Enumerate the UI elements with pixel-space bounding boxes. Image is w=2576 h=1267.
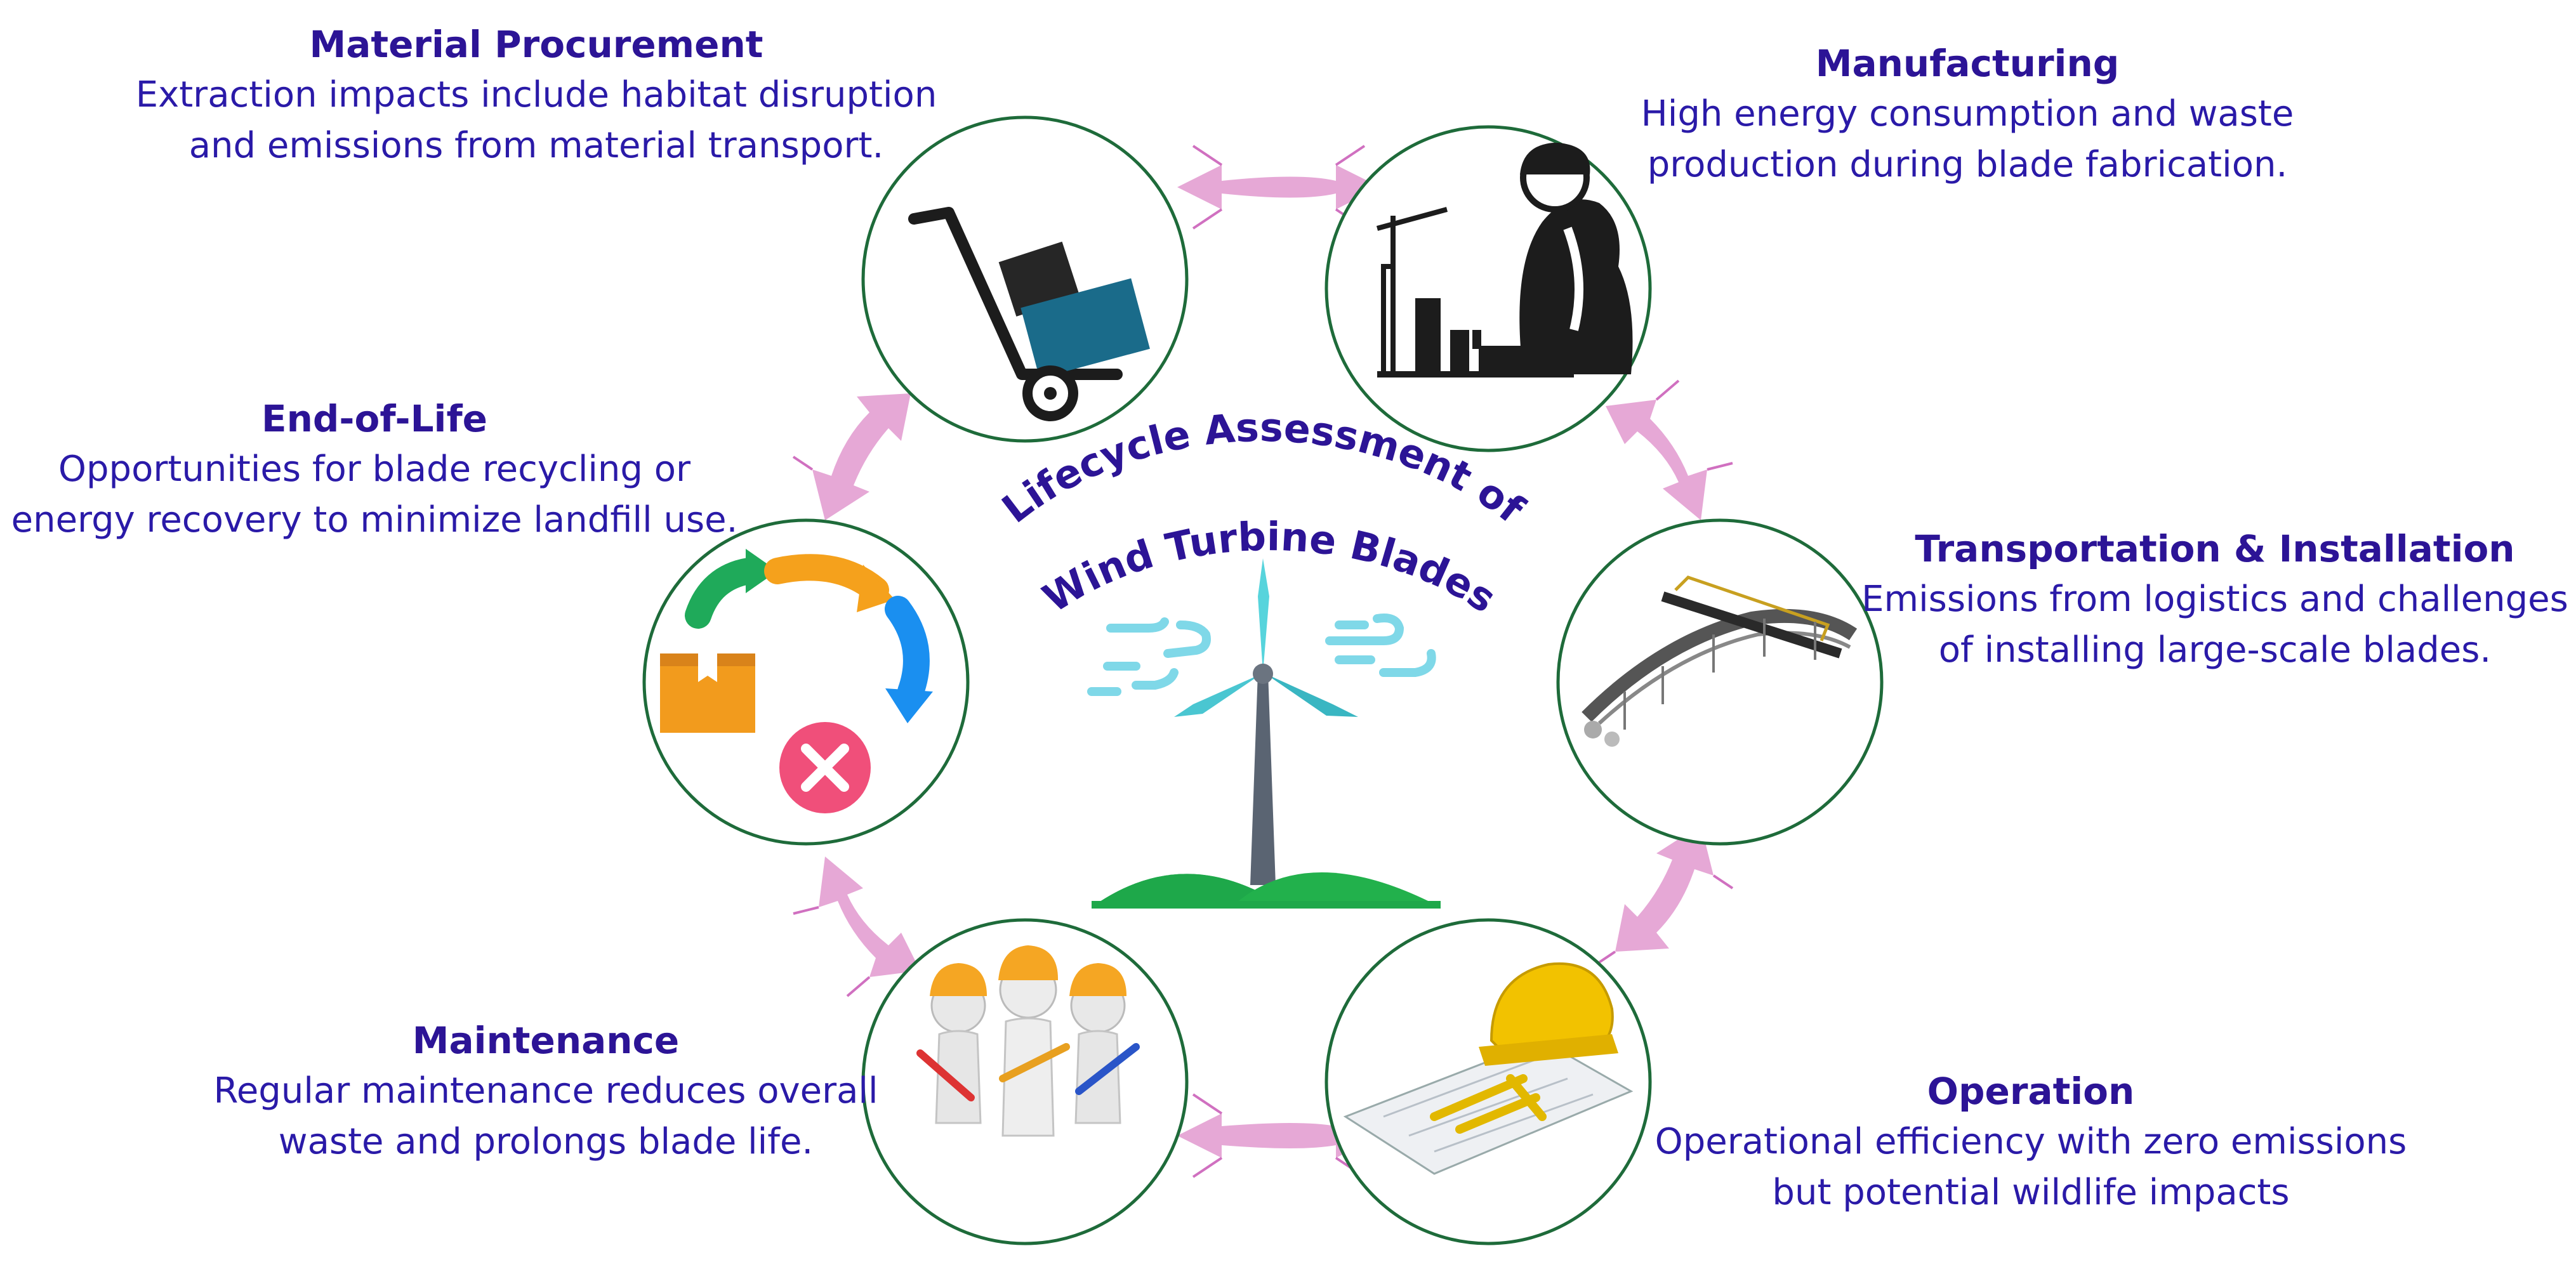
center-title-line2: Wind Turbine Blades <box>1035 513 1505 622</box>
stage-end-of-life <box>642 518 970 846</box>
hand-truck-icon <box>908 207 1150 421</box>
stage-desc-line1: Opportunities for blade recycling or <box>58 449 691 490</box>
stage-desc-line2: energy recovery to minimize landfill use… <box>11 499 738 541</box>
label-material-procurement: Material Procurement Extraction impacts … <box>114 19 958 171</box>
wind-swirls-icon <box>1087 614 1436 696</box>
stage-title: End-of-Life <box>261 397 488 440</box>
arrow-manufacturing-transport <box>1606 379 1733 520</box>
stage-desc-line1: Extraction impacts include habitat disru… <box>135 74 937 115</box>
label-end-of-life: End-of-Life Opportunities for blade recy… <box>0 393 749 546</box>
wind-turbine-icon <box>1174 558 1358 885</box>
green-hills-icon <box>1092 872 1441 909</box>
stage-desc-line2: but potential wildlife impacts <box>1772 1172 2290 1213</box>
stage-desc-line1: Operational efficiency with zero emissio… <box>1655 1121 2407 1162</box>
arrow-transport-operation <box>1595 825 1734 966</box>
stage-material-procurement <box>861 115 1189 443</box>
arrow-eol-material <box>792 379 931 520</box>
box-icon <box>660 653 755 733</box>
stage-title: Operation <box>1927 1070 2135 1113</box>
stage-transportation <box>1556 518 1884 846</box>
stage-title: Material Procurement <box>309 23 763 66</box>
label-operation: Operation Operational efficiency with ze… <box>1637 1066 2424 1218</box>
arrow-maintenance-eol <box>793 857 920 997</box>
label-transportation-installation: Transportation & Installation Emissions … <box>1859 523 2570 676</box>
stage-manufacturing <box>1324 125 1652 452</box>
label-maintenance: Maintenance Regular maintenance reduces … <box>190 1015 901 1167</box>
stage-title: Manufacturing <box>1815 42 2120 85</box>
blade-transport-rig-icon <box>1582 575 1858 747</box>
label-manufacturing: Manufacturing High energy consumption an… <box>1612 38 2323 190</box>
stage-desc-line1: Emissions from logistics and challenges <box>1861 579 2568 620</box>
factory-worker-icon <box>1376 143 1633 377</box>
stage-title: Transportation & Installation <box>1915 527 2515 570</box>
stage-operation <box>1324 918 1652 1245</box>
recycle-cycle-icon <box>660 549 933 813</box>
stage-title: Maintenance <box>412 1019 680 1062</box>
stage-desc-line2: of installing large-scale blades. <box>1938 629 2492 671</box>
center-graphic: Lifecycle Assessment of Wind Turbine Bla… <box>993 404 1533 909</box>
stage-desc-line2: and emissions from material transport. <box>188 125 884 166</box>
stage-desc-line2: production during blade fabrication. <box>1647 144 2288 185</box>
reject-x-icon <box>779 722 871 813</box>
stage-maintenance <box>861 918 1189 1245</box>
stage-desc-line2: waste and prolongs blade life. <box>278 1121 814 1162</box>
stage-desc-line1: High energy consumption and waste <box>1641 93 2294 135</box>
blueprint-helmet-icon <box>1343 962 1634 1175</box>
stage-desc-line1: Regular maintenance reduces overall <box>213 1070 878 1112</box>
maintenance-workers-icon <box>916 945 1140 1137</box>
